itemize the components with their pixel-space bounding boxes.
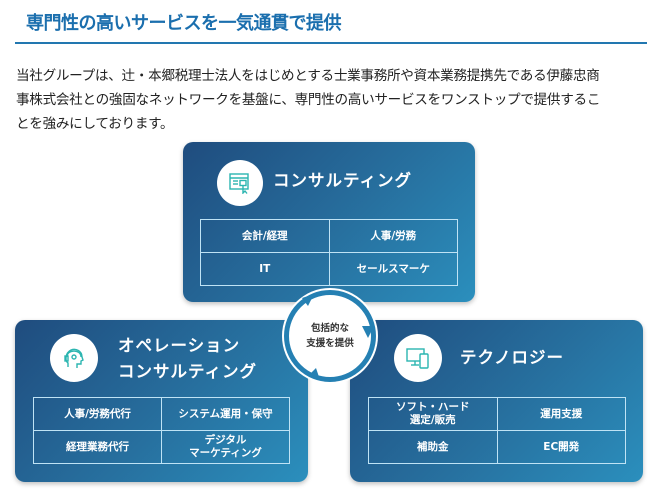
comprehensive-support-hub: 包括的な 支援を提供 [284, 290, 376, 382]
headset-person-icon [50, 334, 98, 382]
cycle-arrows-icon [302, 294, 374, 380]
devices-icon [394, 334, 442, 382]
card-title: テクノロジー [460, 348, 565, 367]
operation-consulting-card: オペレーション コンサルティング 人事/労務代行システム運用・保守 経理業務代行… [15, 320, 308, 482]
hub-line: 支援を提供 [306, 338, 354, 349]
intro-line: とを強みにしております。 [16, 116, 174, 132]
service-cell: システム運用・保守 [161, 397, 290, 431]
intro-line: 事株式会社との強固なネットワークを基盤に、専門性の高いサービスをワンストップで提… [16, 92, 601, 108]
service-cell: 人事/労務代行 [33, 397, 162, 431]
service-cell: セールスマーケ [328, 252, 458, 286]
section-title: 専門性の高いサービスを一気通貫で提供 [26, 13, 342, 34]
service-cell: 会計/経理 [200, 219, 330, 253]
service-table: 人事/労務代行システム運用・保守 経理業務代行デジタル マーケティング [33, 397, 290, 464]
service-cell: IT [200, 252, 330, 286]
intro-paragraph: 当社グループは、辻・本郷税理士法人をはじめとする士業事務所や資本業務提携先である… [16, 64, 600, 136]
intro-line: 当社グループは、辻・本郷税理士法人をはじめとする士業事務所や資本業務提携先である… [16, 68, 600, 84]
service-cell: ソフト・ハード 選定/販売 [368, 397, 498, 431]
service-cell: 経理業務代行 [33, 430, 162, 464]
web-screen-cursor-icon [217, 160, 263, 206]
service-cell: EC開発 [496, 430, 626, 464]
hub-line: 包括的な [310, 323, 349, 334]
service-cell: 運用支援 [496, 397, 626, 431]
card-title-line1: オペレーション [118, 336, 241, 355]
service-cell: 補助金 [368, 430, 498, 464]
card-title: コンサルティング [273, 171, 413, 190]
service-cell: デジタル マーケティング [161, 430, 290, 464]
service-cell: 人事/労務 [328, 219, 458, 253]
title-divider [15, 42, 647, 44]
card-title-line2: コンサルティング [118, 362, 258, 381]
